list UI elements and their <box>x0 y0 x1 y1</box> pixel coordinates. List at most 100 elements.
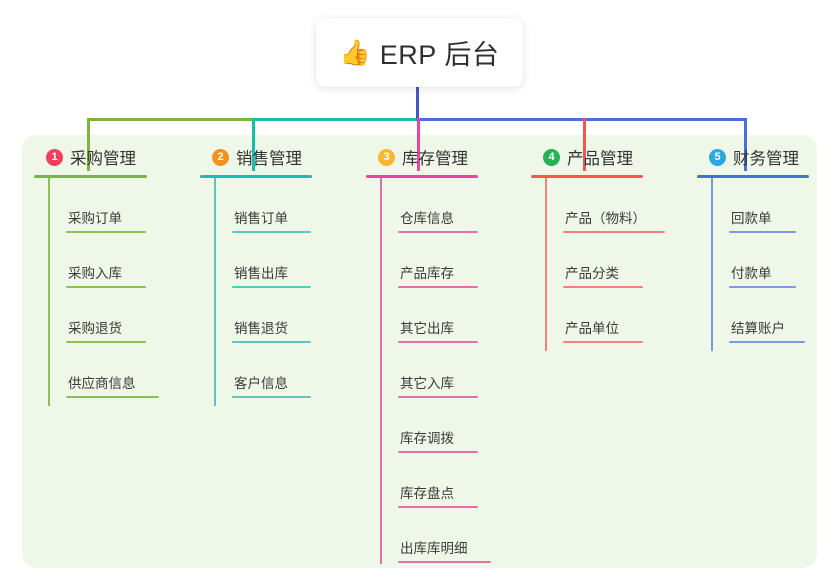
branch-items-2: 销售订单 销售出库 销售退货 客户信息 <box>200 178 360 406</box>
branch-header-5[interactable]: 5 财务管理 <box>697 145 837 169</box>
leaf-rule <box>66 231 146 233</box>
leaf-rule <box>232 396 311 398</box>
list-item[interactable]: 采购退货 <box>48 288 194 343</box>
leaf-rule <box>563 341 643 343</box>
branch-title-5: 财务管理 <box>733 150 799 168</box>
list-item[interactable]: 付款单 <box>711 233 837 288</box>
list-item[interactable]: 产品分类 <box>545 233 691 288</box>
list-item[interactable]: 产品（物料） <box>545 178 691 233</box>
branch-header-1[interactable]: 1 采购管理 <box>34 145 194 169</box>
root-node-card[interactable]: 👍 ERP 后台 <box>316 18 523 87</box>
list-item[interactable]: 采购订单 <box>48 178 194 233</box>
branch-items-1: 采购订单 采购入库 采购退货 供应商信息 <box>34 178 194 406</box>
leaf-rule <box>398 396 478 398</box>
leaf-label: 其它入库 <box>400 376 454 392</box>
leaf-label: 供应商信息 <box>68 376 136 392</box>
leaf-label: 客户信息 <box>234 376 288 392</box>
branch-title-2: 销售管理 <box>236 150 302 168</box>
leaf-rule <box>729 341 805 343</box>
list-item[interactable]: 供应商信息 <box>48 343 194 398</box>
bus-segment-3 <box>416 118 746 121</box>
leaf-rule <box>66 286 146 288</box>
branch-badge-5: 5 <box>709 148 726 166</box>
branch-header-2[interactable]: 2 销售管理 <box>200 145 360 169</box>
leaf-label: 结算账户 <box>731 321 785 337</box>
branch-title-3: 库存管理 <box>402 150 468 168</box>
branch-rule-3 <box>366 175 478 178</box>
list-item[interactable]: 产品库存 <box>380 233 531 288</box>
branch-rule-4 <box>531 175 643 178</box>
leaf-rule <box>398 286 478 288</box>
list-item[interactable]: 其它出库 <box>380 288 531 343</box>
branch-column-4: 4 产品管理 产品（物料） 产品分类 产品单位 <box>531 145 691 351</box>
branch-spine-2 <box>214 178 216 406</box>
branch-spine-1 <box>48 178 50 406</box>
branch-column-1: 1 采购管理 采购订单 采购入库 采购退货 供应商信息 <box>34 145 194 406</box>
leaf-rule <box>398 341 478 343</box>
leaf-label: 产品库存 <box>400 266 454 282</box>
branch-column-5: 5 财务管理 回款单 付款单 结算账户 <box>697 145 837 351</box>
branch-spine-5 <box>711 178 713 351</box>
leaf-label: 其它出库 <box>400 321 454 337</box>
list-item[interactable]: 客户信息 <box>214 343 360 398</box>
leaf-label: 产品单位 <box>565 321 619 337</box>
leaf-rule <box>398 506 478 508</box>
list-item[interactable]: 库存调拨 <box>380 398 531 453</box>
diagram-background-panel <box>22 135 817 568</box>
leaf-label: 出库库明细 <box>400 541 468 557</box>
branch-items-4: 产品（物料） 产品分类 产品单位 <box>531 178 691 351</box>
leaf-rule <box>232 341 311 343</box>
leaf-rule <box>398 561 491 563</box>
leaf-rule <box>398 231 478 233</box>
leaf-label: 采购退货 <box>68 321 122 337</box>
branch-rule-5 <box>697 175 809 178</box>
list-item[interactable]: 其它入库 <box>380 343 531 398</box>
leaf-label: 回款单 <box>731 211 772 227</box>
leaf-rule <box>232 231 311 233</box>
leaf-label: 销售订单 <box>234 211 288 227</box>
list-item[interactable]: 销售出库 <box>214 233 360 288</box>
list-item[interactable]: 产品单位 <box>545 288 691 343</box>
list-item[interactable]: 库存盘点 <box>380 453 531 508</box>
leaf-label: 库存调拨 <box>400 431 454 447</box>
branch-spine-3 <box>380 178 382 564</box>
bus-segment-2 <box>252 118 419 121</box>
root-node-title: ERP 后台 <box>379 40 500 70</box>
list-item[interactable]: 销售订单 <box>214 178 360 233</box>
list-item[interactable]: 仓库信息 <box>380 178 531 233</box>
branch-badge-2: 2 <box>212 148 229 166</box>
list-item[interactable]: 采购入库 <box>48 233 194 288</box>
branch-header-3[interactable]: 3 库存管理 <box>366 145 531 169</box>
leaf-rule <box>66 396 159 398</box>
leaf-rule <box>563 231 665 233</box>
branch-column-3: 3 库存管理 仓库信息 产品库存 其它出库 其它入库 库存调拨 <box>366 145 531 564</box>
leaf-rule <box>729 231 796 233</box>
list-item[interactable]: 结算账户 <box>711 288 837 343</box>
branch-spine-4 <box>545 178 547 351</box>
leaf-label: 采购订单 <box>68 211 122 227</box>
branch-rule-1 <box>34 175 147 178</box>
branch-column-2: 2 销售管理 销售订单 销售出库 销售退货 客户信息 <box>200 145 360 406</box>
branch-title-4: 产品管理 <box>567 150 633 168</box>
thumbs-up-icon: 👍 <box>339 38 371 67</box>
branch-badge-1: 1 <box>46 148 63 166</box>
leaf-label: 采购入库 <box>68 266 122 282</box>
root-stem-connector <box>416 87 419 121</box>
list-item[interactable]: 出库库明细 <box>380 508 531 563</box>
leaf-label: 销售出库 <box>234 266 288 282</box>
branch-header-4[interactable]: 4 产品管理 <box>531 145 691 169</box>
leaf-label: 销售退货 <box>234 321 288 337</box>
list-item[interactable]: 回款单 <box>711 178 837 233</box>
branch-badge-4: 4 <box>543 148 560 166</box>
leaf-rule <box>232 286 311 288</box>
branch-badge-3: 3 <box>378 148 395 166</box>
leaf-rule <box>398 451 478 453</box>
leaf-label: 付款单 <box>731 266 772 282</box>
leaf-label: 库存盘点 <box>400 486 454 502</box>
branch-rule-2 <box>200 175 312 178</box>
list-item[interactable]: 销售退货 <box>214 288 360 343</box>
leaf-rule <box>66 341 146 343</box>
leaf-label: 仓库信息 <box>400 211 454 227</box>
branch-items-5: 回款单 付款单 结算账户 <box>697 178 837 351</box>
